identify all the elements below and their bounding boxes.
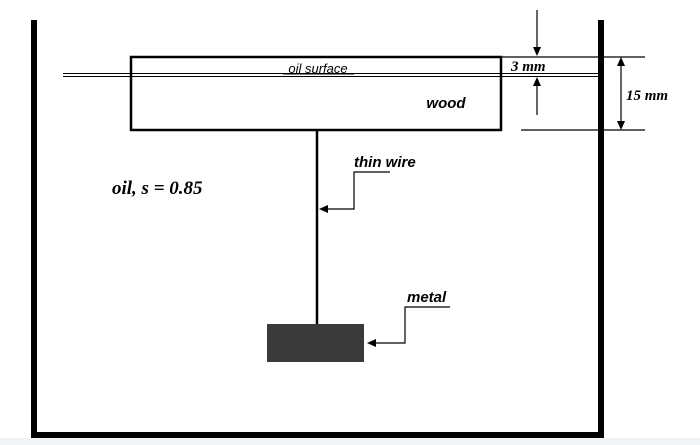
tank bbox=[31, 20, 604, 438]
dim-15mm-arrow-down bbox=[617, 121, 625, 130]
metal-label: metal bbox=[407, 289, 447, 306]
tank-left-wall bbox=[31, 20, 37, 438]
metal-leader bbox=[375, 306, 450, 344]
oil-surface-label: oil surface bbox=[288, 61, 347, 76]
dimension-3mm-label: 3 mm bbox=[510, 59, 546, 75]
tank-bottom bbox=[31, 432, 604, 438]
wood-label: wood bbox=[426, 95, 466, 112]
metal-arrowhead bbox=[367, 339, 376, 347]
dim-15mm-arrow-up bbox=[617, 57, 625, 66]
dimension-15mm-label: 15 mm bbox=[626, 88, 668, 104]
thin-wire-label: thin wire bbox=[354, 154, 416, 171]
thin-wire-arrowhead bbox=[319, 205, 328, 213]
tank-right-wall bbox=[598, 20, 604, 438]
dim-3mm-arrow-up bbox=[533, 77, 541, 86]
dimension-15mm bbox=[521, 66, 645, 131]
thin-wire-leader bbox=[326, 171, 390, 210]
oil-specific-gravity-label: oil, s = 0.85 bbox=[112, 178, 203, 199]
dim-3mm-arrow-down bbox=[533, 47, 541, 56]
metal-block bbox=[267, 324, 364, 362]
